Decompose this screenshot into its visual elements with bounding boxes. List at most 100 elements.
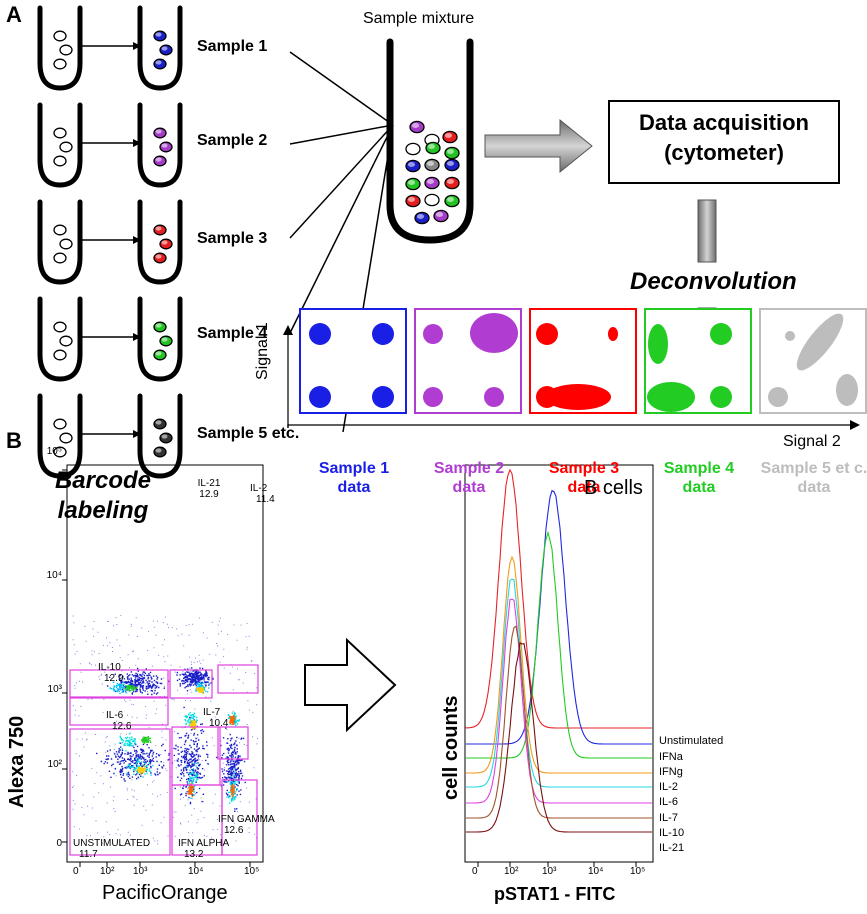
histogram-legend-item: IL-21: [659, 842, 685, 854]
gate-value: 11.7: [79, 849, 98, 860]
histogram-series: [466, 555, 652, 774]
deconvolution-label: Deconvolution: [630, 268, 797, 295]
density-y-tick: 10⁵: [46, 446, 62, 457]
gate-name: IL-21: [197, 478, 221, 489]
sample-label: Sample 4: [197, 325, 268, 342]
density-x-label: PacificOrange: [102, 882, 228, 904]
histogram-x-label: pSTAT1 - FITC: [494, 884, 616, 904]
gate-name: IFN ALPHA: [178, 838, 230, 849]
gate-value: 12.9: [199, 489, 219, 500]
density-y-tick: 10³: [47, 684, 62, 695]
panel-a-letter: A: [6, 2, 22, 27]
sample-tube-row: [37, 296, 183, 382]
gate-name: IFN GAMMA: [218, 814, 275, 825]
result-title-line2: data: [567, 479, 601, 496]
result-box: [414, 308, 522, 414]
signal1-label: Signal 1: [254, 322, 271, 380]
barcode-line2: labeling: [57, 497, 149, 524]
result-title-line1: Sample 4: [663, 460, 735, 477]
histogram-series: [466, 598, 652, 804]
density-y-tick: 10⁴: [46, 570, 62, 581]
result-boxes: [299, 308, 867, 414]
gate-name: IL-10: [98, 662, 121, 673]
mixture-tube: [386, 38, 474, 244]
histogram-series: [466, 641, 652, 833]
result-box: [529, 308, 637, 414]
histogram-legend-item: IFNg: [659, 766, 683, 778]
histogram-series: [466, 625, 652, 819]
sample-label: Sample 5 etc.: [197, 425, 300, 442]
histogram-series: [466, 530, 652, 759]
result-box: [644, 308, 752, 414]
result-title: Sample 5 et c. data: [746, 459, 867, 497]
density-y-label: Alexa 750: [6, 715, 28, 808]
panel-b-letter: B: [6, 428, 22, 453]
histogram-legend-item: IL-7: [659, 812, 678, 824]
histogram-legend-item: IL-6: [659, 796, 678, 808]
gate-name: IL-7: [203, 707, 221, 718]
barcode-line1: Barcode: [54, 467, 152, 494]
acquisition-line2: (cytometer): [664, 140, 784, 165]
result-title-line2: data: [797, 479, 831, 496]
density-x-tick: 10⁵: [244, 866, 260, 877]
result-box: [299, 308, 407, 414]
result-title-line2: data: [337, 479, 371, 496]
tube-rows: [37, 5, 183, 479]
gate-name: IL-6: [106, 710, 124, 721]
result-title-line1: Sample 2: [433, 460, 505, 477]
histogram-y-label: cell counts: [440, 695, 462, 800]
sample-label: Sample 3: [197, 230, 268, 247]
arrow-to-acquisition: [484, 118, 593, 174]
gate-value: 12.9: [104, 673, 124, 684]
histogram-legend-item: IL-10: [659, 827, 685, 839]
gate-value: 12.6: [224, 825, 244, 836]
barcode-labeling: Barcode labeling: [28, 466, 178, 526]
result-title-line1: Sample 5 et c.: [760, 460, 867, 477]
sample-tube-row: [37, 5, 183, 91]
histogram-series: [465, 468, 652, 729]
sample-tube-row: [37, 102, 183, 188]
sample-tube-row: [37, 199, 183, 285]
acquisition-line1: Data acquisition: [639, 110, 809, 135]
result-title: Sample 3 data: [516, 459, 652, 497]
gate-value: 12.6: [112, 721, 132, 732]
histogram-x-tick: 10⁴: [588, 866, 604, 877]
acquisition-box: Data acquisition (cytometer): [608, 100, 840, 184]
density-y-tick: 10²: [47, 759, 62, 770]
histogram-series: [466, 489, 652, 745]
gate-value: 11.4: [256, 494, 275, 505]
gate-value: 10.4: [209, 718, 229, 729]
density-y-tick: 0: [56, 838, 62, 849]
histogram-legend-item: IFNa: [659, 751, 683, 763]
signal-axes: [283, 325, 860, 430]
signal2-label: Signal 2: [783, 433, 841, 450]
gate-value: 13.2: [184, 849, 204, 860]
histogram-x-tick: 10⁵: [630, 866, 646, 877]
result-title-line1: Sample 1: [318, 460, 390, 477]
sample-label: Sample 2: [197, 132, 268, 149]
density-plot: [62, 464, 264, 867]
result-box: [759, 308, 867, 414]
outline-arrow: [304, 637, 397, 733]
histogram-series: [466, 578, 652, 788]
gate-name: IL-2: [250, 483, 268, 494]
sample-label: Sample 1: [197, 38, 268, 55]
histogram-x-tick: 0: [472, 866, 478, 877]
result-title-line1: Sample 3: [548, 460, 620, 477]
histogram-legend-item: IL-2: [659, 781, 678, 793]
histogram-x-tick: 10³: [542, 866, 557, 877]
histogram-x-tick: 10²: [504, 866, 519, 877]
density-x-tick: 10⁴: [188, 866, 204, 877]
result-title: Sample 1 data: [286, 459, 422, 497]
gate-name: UNSTIMULATED: [73, 838, 151, 849]
